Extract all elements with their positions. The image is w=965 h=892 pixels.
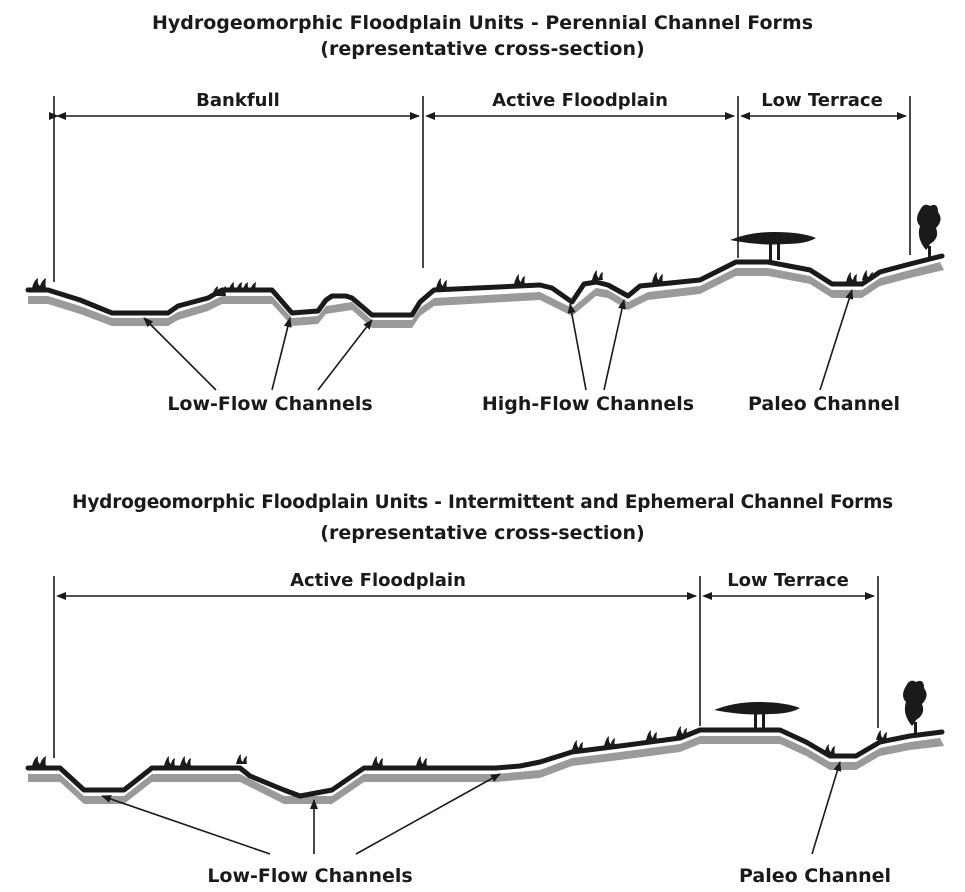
intermittent-cross-section: Active Floodplain Low Terrace — [25, 570, 945, 887]
span-boundaries — [53, 96, 911, 282]
intermittent-title: Hydrogeomorphic Floodplain Units - Inter… — [72, 492, 893, 513]
callout-arrows — [101, 761, 842, 855]
flat-top-tree-icon — [714, 702, 800, 730]
active-floodplain-label: Active Floodplain — [492, 90, 668, 111]
paleo-channel-label: Paleo Channel — [748, 393, 900, 415]
low-terrace-label: Low Terrace — [761, 90, 883, 111]
bankfull-label: Bankfull — [196, 90, 280, 111]
low-flow-arrow-2 — [271, 317, 292, 391]
paleo-arrow — [819, 289, 854, 391]
low-flow-channels-label: Low-Flow Channels — [207, 865, 412, 887]
high-flow-channels-label: High-Flow Channels — [482, 393, 694, 415]
low-flow-channels-label: Low-Flow Channels — [167, 393, 372, 415]
low-flow-arrow-3 — [355, 773, 501, 855]
ground-profile — [25, 253, 945, 318]
paleo-arrow — [811, 761, 842, 855]
perennial-cross-section: Bankfull Active Floodplain Low Terrace — [25, 90, 945, 415]
flat-top-tree-icon — [730, 232, 816, 262]
tall-shrub-icon — [903, 680, 927, 734]
paleo-channel-label: Paleo Channel — [739, 865, 891, 887]
ground-shadow — [28, 736, 944, 804]
low-flow-arrow-1 — [101, 795, 271, 855]
grass-tufts — [32, 726, 887, 766]
intermittent-panel: Hydrogeomorphic Floodplain Units - Inter… — [0, 440, 965, 892]
active-floodplain-label: Active Floodplain — [290, 570, 466, 591]
perennial-panel: Hydrogeomorphic Floodplain Units - Peren… — [0, 0, 965, 440]
intermittent-subtitle: (representative cross-section) — [320, 522, 645, 544]
span-arrowheads-left — [56, 112, 750, 120]
high-flow-arrow-2 — [603, 299, 626, 391]
ground-profile — [25, 727, 945, 799]
perennial-subtitle: (representative cross-section) — [320, 38, 645, 60]
tall-shrub-icon — [917, 204, 941, 258]
ground-shadow — [28, 262, 944, 328]
span-boundaries — [53, 576, 879, 758]
low-flow-arrow-3 — [317, 319, 373, 391]
high-flow-arrow-1 — [567, 303, 587, 391]
callout-arrows — [143, 289, 854, 391]
span-arrowheads-left — [56, 592, 712, 600]
grass-tufts — [32, 270, 873, 296]
low-flow-arrow-1 — [143, 317, 217, 391]
perennial-title: Hydrogeomorphic Floodplain Units - Peren… — [151, 12, 814, 34]
low-terrace-label: Low Terrace — [727, 570, 849, 591]
